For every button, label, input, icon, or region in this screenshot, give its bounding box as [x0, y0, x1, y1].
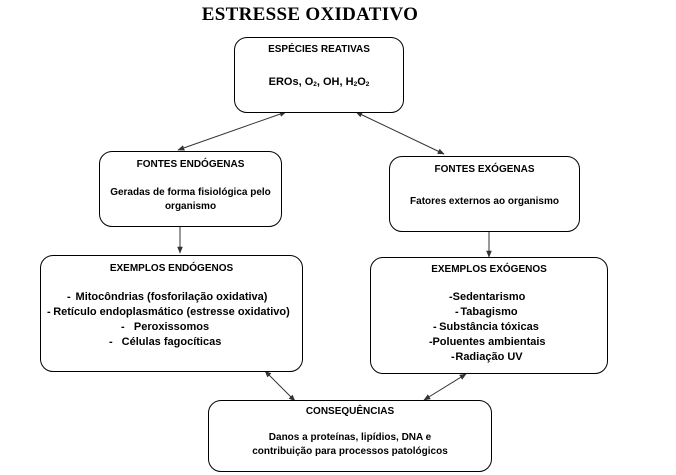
fontes-endogenas-text: Geradas de forma fisiológica pelo organi… — [110, 187, 271, 212]
exemplos-endogenos-list: -Mitocôndrias (fosforilação oxidativa) -… — [41, 290, 302, 350]
list-item: -Substância tóxicas — [433, 321, 539, 333]
diagram-title: ESTRESSE OXIDATIVO — [201, 4, 419, 25]
arrow-especies-exogenas — [355, 111, 445, 155]
fontes-exogenas-box: FONTES EXÓGENAS Fatores externos ao orga… — [389, 156, 580, 232]
exemplos-endogenos-heading: EXEMPLOS ENDÓGENOS — [109, 263, 234, 274]
list-item: -Sedentarismo — [449, 291, 526, 303]
list-item: -Células fagocíticas — [109, 336, 222, 348]
especies-formula: EROs, O2, OH, H2O2 — [268, 76, 370, 88]
consequencias-heading: CONSEQUÊNCIAS — [305, 406, 395, 417]
especies-reativas-box: ESPÉCIES REATIVAS EROs, O2, OH, H2O2 — [234, 37, 404, 113]
fontes-endogenas-box: FONTES ENDÓGENAS Geradas de forma fisiol… — [99, 151, 282, 227]
arrow-endogenos-consequencias — [264, 370, 296, 402]
list-item: -Poluentes ambientais — [429, 336, 546, 348]
arrow-exogenos-consequencias — [423, 373, 467, 401]
list-item: -Peroxissomos — [121, 321, 210, 333]
exemplos-exogenos-box: EXEMPLOS EXÓGENOS -Sedentarismo -Tabagis… — [370, 257, 608, 374]
fontes-exogenas-heading: FONTES EXÓGENAS — [434, 164, 535, 175]
fontes-endogenas-heading: FONTES ENDÓGENAS — [136, 159, 245, 170]
consequencias-box: CONSEQUÊNCIAS Danos a proteínas, lipídio… — [208, 400, 492, 472]
especies-reativas-heading: ESPÉCIES REATIVAS — [268, 44, 370, 55]
fontes-exogenas-text: Fatores externos ao organismo — [410, 196, 559, 207]
list-item: -Radiação UV — [451, 351, 523, 363]
list-item: -Mitocôndrias (fosforilação oxidativa) — [67, 291, 268, 303]
arrow-especies-endogenas — [177, 111, 287, 151]
exemplos-exogenos-list: -Sedentarismo -Tabagismo -Substância tóx… — [371, 290, 607, 365]
consequencias-text: Danos a proteínas, lipídios, DNA e contr… — [252, 432, 448, 457]
list-item: -Tabagismo — [455, 306, 518, 318]
exemplos-exogenos-heading: EXEMPLOS EXÓGENOS — [431, 264, 547, 275]
exemplos-endogenos-box: EXEMPLOS ENDÓGENOS -Mitocôndrias (fosfor… — [40, 255, 303, 372]
list-item: -Retículo endoplasmático (estresse oxida… — [47, 306, 290, 318]
